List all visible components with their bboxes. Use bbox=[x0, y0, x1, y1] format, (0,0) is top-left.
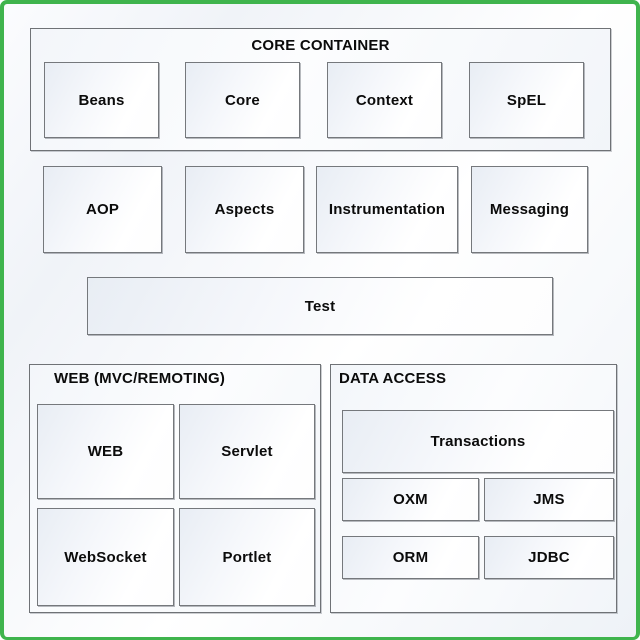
module-box-core: Core bbox=[185, 62, 300, 138]
module-box-spel: SpEL bbox=[469, 62, 584, 138]
web-group-title: WEB (MVC/REMOTING) bbox=[54, 370, 226, 387]
data-access-group: DATA ACCESS Transactions OXM JMS ORM JDB… bbox=[330, 364, 617, 613]
module-box-transactions: Transactions bbox=[342, 410, 614, 473]
module-box-aspects: Aspects bbox=[185, 166, 304, 253]
module-box-beans: Beans bbox=[44, 62, 159, 138]
module-box-portlet: Portlet bbox=[179, 508, 315, 606]
module-box-jms: JMS bbox=[484, 478, 614, 521]
web-group: WEB (MVC/REMOTING) WEB Servlet WebSocket… bbox=[29, 364, 321, 613]
module-box-websocket: WebSocket bbox=[37, 508, 174, 606]
module-box-test: Test bbox=[87, 277, 553, 335]
core-container-title: CORE CONTAINER bbox=[251, 37, 390, 54]
module-box-oxm: OXM bbox=[342, 478, 479, 521]
data-access-group-title: DATA ACCESS bbox=[339, 370, 447, 387]
module-box-servlet: Servlet bbox=[179, 404, 315, 499]
module-box-aop: AOP bbox=[43, 166, 162, 253]
module-box-web: WEB bbox=[37, 404, 174, 499]
module-box-context: Context bbox=[327, 62, 442, 138]
module-box-instrumentation: Instrumentation bbox=[316, 166, 458, 253]
core-container-group: CORE CONTAINER Beans Core Context SpEL bbox=[30, 28, 611, 151]
module-box-messaging: Messaging bbox=[471, 166, 588, 253]
module-box-orm: ORM bbox=[342, 536, 479, 579]
module-box-jdbc: JDBC bbox=[484, 536, 614, 579]
